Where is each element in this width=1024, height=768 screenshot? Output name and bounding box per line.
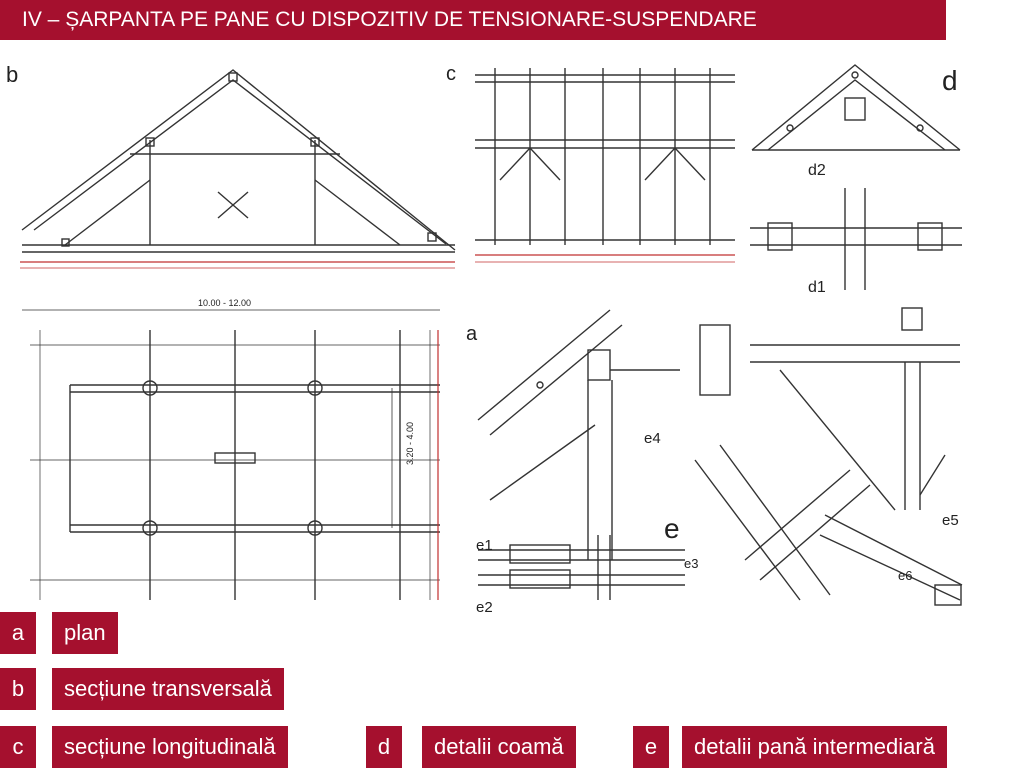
ridge-detail-d2 [751, 64, 961, 151]
panel-e-label: e [664, 513, 680, 544]
detail-e2-label: e2 [476, 599, 493, 616]
panel-c-label: c [446, 63, 456, 85]
detail-e3-label: e3 [684, 556, 698, 571]
legend-text-ridge: detalii coamă [422, 726, 576, 768]
legend-text-longitudinal: secțiune longitudinală [52, 726, 288, 768]
legend-letter-e: e [633, 726, 669, 768]
legend-letter-b: b [0, 668, 36, 710]
legend-letter-c: c [0, 726, 36, 768]
panel-d-label: d [942, 65, 958, 96]
panel-a-label: a [466, 323, 478, 345]
legend-text-transverse: secțiune transversală [52, 668, 284, 710]
joint-details-e1-e3 [478, 535, 685, 600]
detail-d2-label: d2 [808, 162, 826, 179]
bay-dimension: 3.20 - 4.00 [405, 422, 415, 465]
panel-b-label: b [6, 62, 18, 87]
detail-e4-label: e4 [644, 430, 661, 447]
span-dimension: 10.00 - 12.00 [198, 298, 251, 308]
detail-e5-label: e5 [942, 512, 959, 529]
detail-d1-label: d1 [808, 279, 826, 296]
plan-drawing [30, 330, 440, 600]
legend-text-purlin: detalii pană intermediară [682, 726, 947, 768]
transverse-section-drawing [21, 69, 456, 253]
detail-e1-label: e1 [476, 537, 493, 554]
longitudinal-section-drawing [475, 68, 735, 245]
legend-letter-d: d [366, 726, 402, 768]
legend-letter-a: a [0, 612, 36, 654]
joint-detail-e4 [477, 309, 680, 560]
ridge-detail-d1 [750, 188, 962, 290]
page-title: IV – ȘARPANTA PE PANE CU DISPOZITIV DE T… [0, 0, 946, 40]
technical-drawing: b c d d2 d1 a e4 e e5 e1 e2 10.00 - 12.0… [6, 62, 963, 616]
axonometric-detail-e [694, 307, 963, 606]
detail-e6-label: e6 [898, 568, 912, 583]
legend-text-plan: plan [52, 612, 118, 654]
